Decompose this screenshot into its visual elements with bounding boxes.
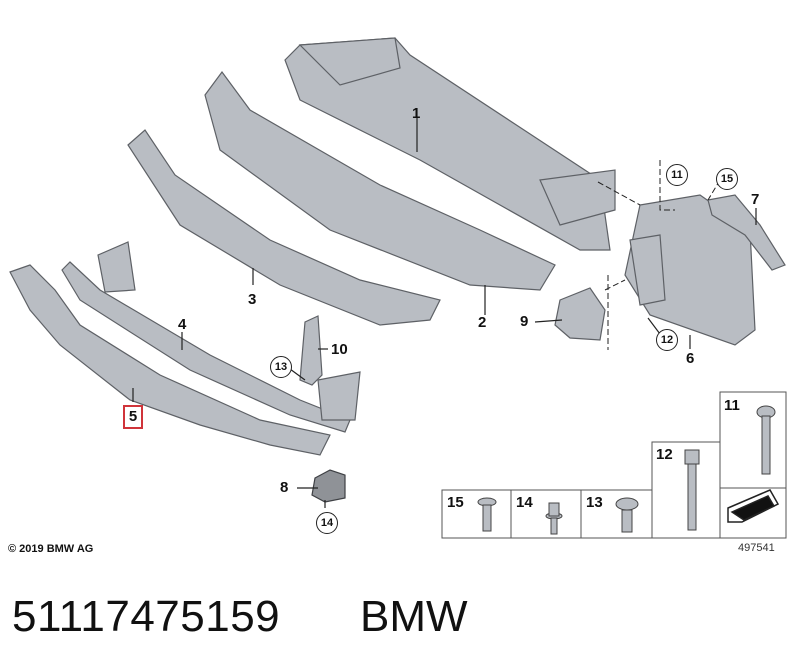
part-3-absorber	[127, 129, 441, 326]
part-number: 51117475159	[12, 592, 281, 641]
part-9-bracket	[554, 287, 606, 341]
callout-8[interactable]: 8	[280, 479, 289, 496]
fastener-label-12[interactable]: 12	[656, 446, 673, 463]
part-8-clip	[311, 469, 346, 503]
fastener-label-14[interactable]: 14	[516, 494, 533, 511]
fastener-15-screw	[477, 497, 497, 532]
copyright-text: © 2019 BMW AG	[8, 543, 94, 555]
callout-11-circle[interactable]: 11	[666, 164, 688, 186]
part-2-absorber	[204, 70, 556, 291]
leader-lines	[132, 118, 757, 508]
callout-1[interactable]: 1	[412, 105, 421, 122]
fastener-label-11[interactable]: 11	[724, 397, 740, 414]
callout-15-circle[interactable]: 15	[716, 168, 738, 190]
callout-4[interactable]: 4	[178, 316, 187, 333]
callout-10[interactable]: 10	[331, 341, 348, 358]
callout-6[interactable]: 6	[686, 350, 695, 367]
fastener-13-screw	[615, 497, 639, 533]
brand-name: BMW	[360, 592, 468, 641]
part-1-carrier	[284, 37, 616, 251]
callout-14-circle[interactable]: 14	[316, 512, 338, 534]
dashed-lines	[597, 160, 721, 350]
callout-13-circle[interactable]: 13	[270, 356, 292, 378]
part-5-bracket	[9, 264, 331, 456]
callout-3[interactable]: 3	[248, 291, 257, 308]
callout-7[interactable]: 7	[751, 191, 760, 208]
arrow-symbol	[727, 489, 780, 523]
fastener-12-bolt	[684, 449, 700, 531]
part-10-bracket	[299, 315, 323, 386]
callout-5-selected[interactable]: 5	[123, 405, 143, 429]
fastener-table	[441, 391, 787, 539]
fastener-11-bolt	[756, 405, 776, 475]
fastener-label-13[interactable]: 13	[586, 494, 603, 511]
fastener-14-clip	[545, 502, 563, 535]
part-4-stiffener	[61, 241, 361, 433]
part-7-bracket	[707, 194, 786, 271]
callout-12-circle[interactable]: 12	[656, 329, 678, 351]
callout-9[interactable]: 9	[520, 313, 529, 330]
part-6-bracket	[624, 194, 756, 346]
fastener-label-15[interactable]: 15	[447, 494, 464, 511]
callout-2[interactable]: 2	[478, 314, 487, 331]
diagram-number: 497541	[738, 542, 775, 554]
